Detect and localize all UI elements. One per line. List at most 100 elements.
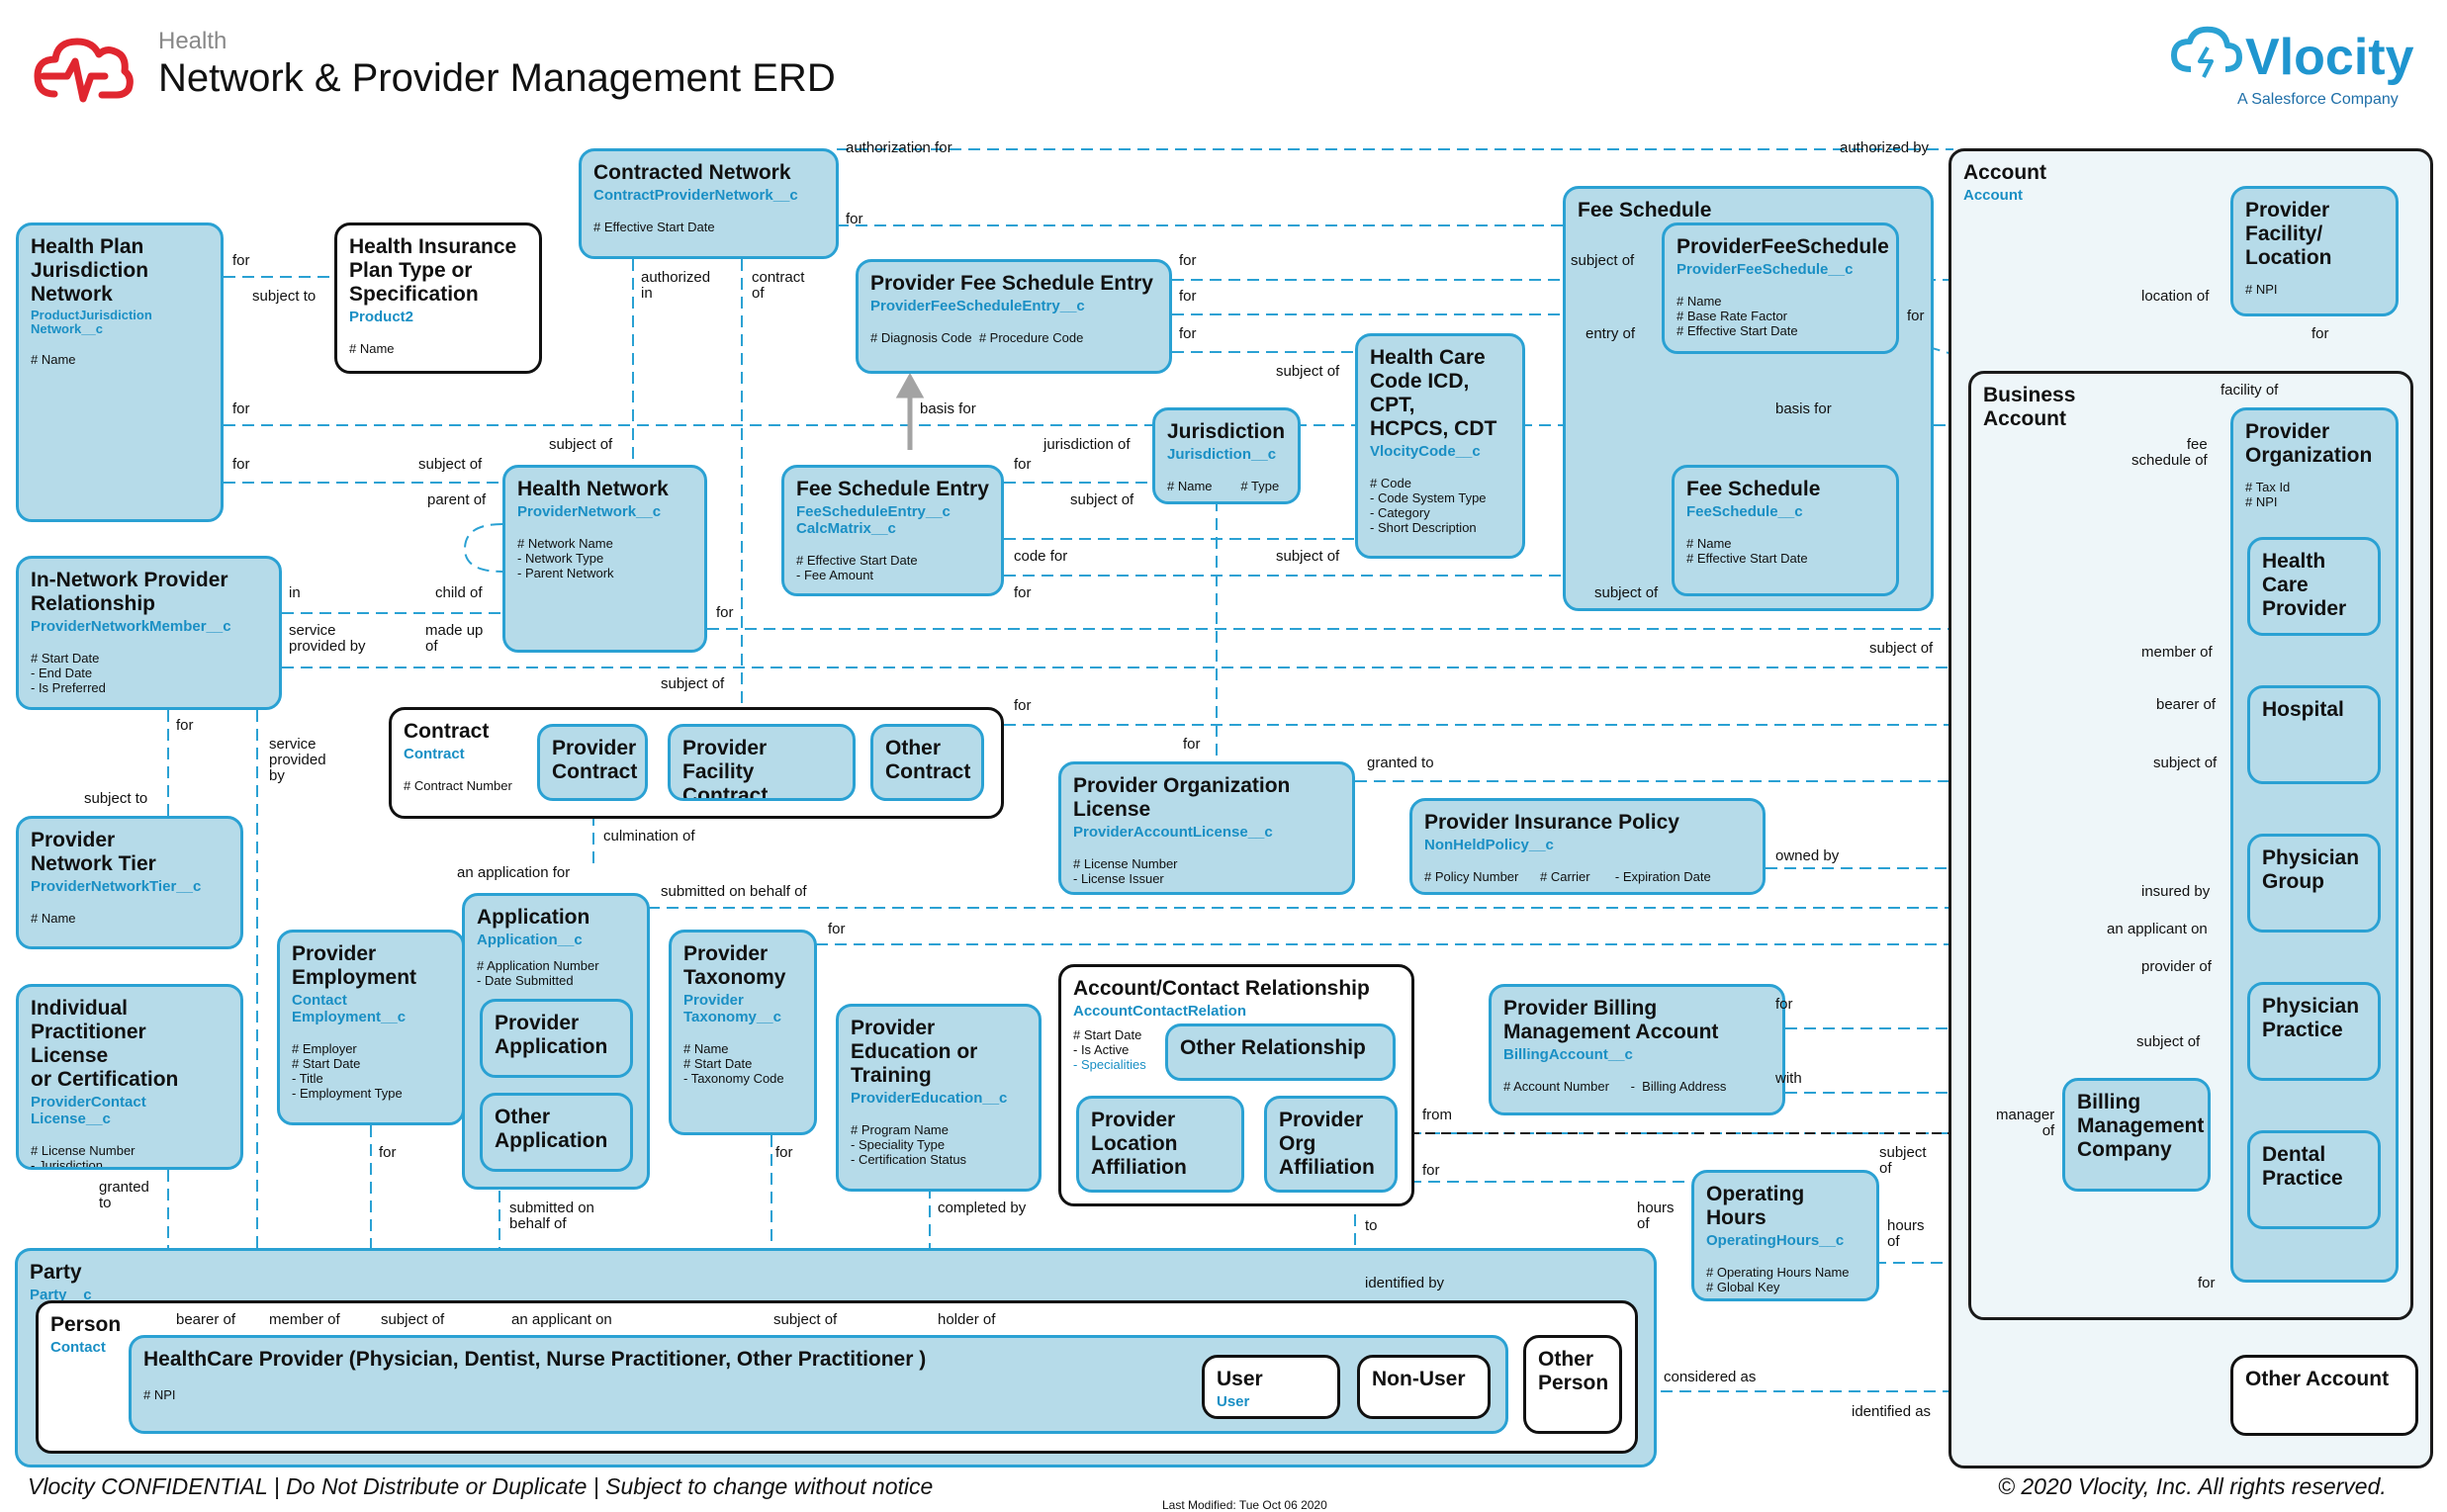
- rel-label: service provided by: [269, 736, 326, 784]
- entity-jurisdiction[interactable]: Jurisdiction Jurisdiction__c # Name # Ty…: [1152, 407, 1301, 504]
- entity-fs-fields: # Name # Effective Start Date: [1686, 536, 1808, 566]
- entity-provider-insurance-policy[interactable]: Provider Insurance Policy NonHeldPolicy_…: [1409, 798, 1766, 895]
- entity-health-network[interactable]: Health Network ProviderNetwork__c # Netw…: [502, 465, 707, 653]
- entity-inpr-api: ProviderNetworkMember__c: [31, 618, 231, 635]
- rel-label: subject of: [2153, 755, 2218, 771]
- entity-provider-employment[interactable]: Provider Employment Contact Employment__…: [277, 930, 465, 1125]
- rel-label: contract of: [752, 269, 805, 302]
- rel-label: subject of: [1879, 1144, 1927, 1177]
- rel-label: member of: [2141, 644, 2213, 661]
- entity-user-api: User: [1217, 1393, 1250, 1410]
- rel-label: subject of: [381, 1311, 445, 1328]
- entity-hospital[interactable]: Hospital: [2247, 685, 2381, 784]
- entity-other-application[interactable]: Other Application: [480, 1093, 633, 1172]
- rel-label: subject to: [84, 790, 148, 807]
- entity-provider-taxonomy[interactable]: Provider Taxonomy Provider Taxonomy__c #…: [669, 930, 817, 1135]
- entity-health-insurance-plan-type[interactable]: Health Insurance Plan Type or Specificat…: [334, 222, 542, 374]
- entity-pg-title: Physician Group: [2262, 846, 2360, 893]
- entity-health-plan-jurisdiction-network[interactable]: Health Plan Jurisdiction Network Product…: [16, 222, 224, 522]
- entity-hospital-title: Hospital: [2262, 698, 2344, 721]
- rel-label: granted to: [1367, 755, 1434, 771]
- entity-hn-api: ProviderNetwork__c: [517, 503, 662, 520]
- rel-label: for: [2311, 325, 2329, 342]
- rel-label: parent of: [427, 491, 487, 508]
- entity-non-user[interactable]: Non-User: [1357, 1355, 1491, 1419]
- rel-label: for: [1183, 736, 1201, 753]
- entity-app-api: Application__c: [477, 932, 583, 948]
- entity-other-account[interactable]: Other Account: [2230, 1355, 2418, 1436]
- entity-fse-fields: # Effective Start Date - Fee Amount: [796, 553, 918, 582]
- rel-label: hours of: [1637, 1200, 1675, 1232]
- rel-label: for: [232, 252, 250, 269]
- entity-provider-location-affiliation[interactable]: Provider Location Affiliation: [1076, 1096, 1244, 1193]
- entity-provider-fee-schedule-entry[interactable]: Provider Fee Schedule Entry ProviderFeeS…: [856, 259, 1172, 374]
- entity-provider-organization-license[interactable]: Provider Organization License ProviderAc…: [1058, 761, 1355, 895]
- entity-provider-facility-location[interactable]: Provider Facility/ Location # NPI: [2230, 186, 2399, 316]
- entity-account-api: Account: [1963, 187, 2023, 204]
- rel-label: for: [232, 456, 250, 473]
- entity-iplc-fields: # License Number - Jurisdiction - Licens…: [31, 1143, 136, 1170]
- entity-contract-title: Contract: [404, 720, 490, 743]
- entity-in-network-provider-relationship[interactable]: In-Network Provider Relationship Provide…: [16, 556, 282, 710]
- entity-individual-practitioner-license[interactable]: Individual Practitioner License or Certi…: [16, 984, 243, 1170]
- entity-oh-api: OperatingHours__c: [1706, 1232, 1845, 1249]
- entity-jur-fields: # Name # Type: [1167, 479, 1280, 493]
- rel-label: with: [1775, 1070, 1802, 1087]
- rel-label: subject of: [1070, 491, 1134, 508]
- entity-other-relationship[interactable]: Other Relationship: [1165, 1023, 1396, 1081]
- rel-label: fee schedule of: [2131, 436, 2208, 469]
- entity-orel-title: Other Relationship: [1180, 1036, 1366, 1059]
- entity-pfs-api: ProviderFeeSchedule__c: [1677, 261, 1854, 278]
- entity-provider-facility-contract[interactable]: Provider Facility Contract: [668, 724, 856, 801]
- entity-contracted-network[interactable]: Contracted Network ContractProviderNetwo…: [579, 148, 839, 259]
- entity-app-fields: # Application Number - Date Submitted: [477, 958, 599, 988]
- entity-provider-network-tier[interactable]: Provider Network Tier ProviderNetworkTie…: [16, 816, 243, 949]
- entity-fee-schedule-entry[interactable]: Fee Schedule Entry FeeScheduleEntry__c C…: [781, 465, 1004, 596]
- entity-health-care-code[interactable]: Health Care Code ICD, CPT, HCPCS, CDT Vl…: [1355, 333, 1525, 559]
- entity-pt-title: Provider Taxonomy: [683, 942, 786, 989]
- entity-provider-billing-management-account[interactable]: Provider Billing Management Account Bill…: [1489, 984, 1785, 1115]
- entity-acr-title: Account/Contact Relationship: [1073, 977, 1370, 1000]
- entity-user-title: User: [1217, 1368, 1263, 1390]
- entity-billing-management-company[interactable]: Billing Management Company: [2062, 1078, 2211, 1192]
- entity-physician-practice[interactable]: Physician Practice: [2247, 982, 2381, 1081]
- rel-label: authorized by: [1840, 139, 1930, 156]
- rel-label: made up of: [425, 622, 484, 655]
- rel-label: subject of: [418, 456, 483, 473]
- entity-other-contract[interactable]: Other Contract: [870, 724, 984, 801]
- entity-health-care-provider-org[interactable]: Health Care Provider: [2247, 537, 2381, 636]
- entity-pol-title: Provider Organization License: [1073, 774, 1291, 821]
- rel-label: identified as: [1852, 1403, 1932, 1420]
- entity-provider-org-affiliation[interactable]: Provider Org Affiliation: [1264, 1096, 1398, 1193]
- rel-label: for: [1179, 288, 1197, 305]
- entity-provider-application[interactable]: Provider Application: [480, 999, 633, 1078]
- entity-pol-fields: # License Number - License Issuer: [1073, 856, 1178, 886]
- entity-provider-contract[interactable]: Provider Contract: [537, 724, 648, 801]
- entity-party-title: Party: [30, 1261, 82, 1284]
- rel-hn-self-line: [463, 523, 503, 573]
- entity-physician-group[interactable]: Physician Group: [2247, 834, 2381, 933]
- rel-label: for: [1179, 325, 1197, 342]
- entity-pe-title: Provider Employment: [292, 942, 417, 989]
- entity-hn-fields: # Network Name - Network Type - Parent N…: [517, 536, 614, 580]
- entity-hcp-org-title: Health Care Provider: [2262, 550, 2347, 620]
- rel-label: hours of: [1887, 1217, 1925, 1250]
- entity-user[interactable]: User User: [1202, 1355, 1340, 1419]
- entity-dental-practice[interactable]: Dental Practice: [2247, 1130, 2381, 1229]
- rel-label: basis for: [920, 400, 976, 417]
- rel-label: jurisdiction of: [1043, 436, 1131, 453]
- entity-hcpp-fields: # NPI: [143, 1387, 176, 1402]
- entity-fs-title: Fee Schedule: [1686, 478, 1821, 500]
- entity-fs-api: FeeSchedule__c: [1686, 503, 1803, 520]
- entity-fse-title: Fee Schedule Entry: [796, 478, 989, 500]
- entity-provider-education[interactable]: Provider Education or Training ProviderE…: [836, 1004, 1042, 1192]
- entity-operating-hours[interactable]: Operating Hours OperatingHours__c # Oper…: [1691, 1170, 1879, 1301]
- entity-cn-fields: # Effective Start Date: [593, 220, 715, 234]
- rel-label: for: [1014, 584, 1032, 601]
- entity-provider-fee-schedule[interactable]: ProviderFeeSchedule ProviderFeeSchedule_…: [1662, 222, 1899, 354]
- entity-fee-schedule[interactable]: Fee Schedule FeeSchedule__c # Name # Eff…: [1672, 465, 1899, 596]
- entity-other-person[interactable]: Other Person: [1523, 1335, 1622, 1434]
- rel-label: bearer of: [176, 1311, 236, 1328]
- entity-hpjn-api: ProductJurisdiction Network__c: [31, 308, 152, 336]
- entity-account-title: Account: [1963, 161, 2046, 184]
